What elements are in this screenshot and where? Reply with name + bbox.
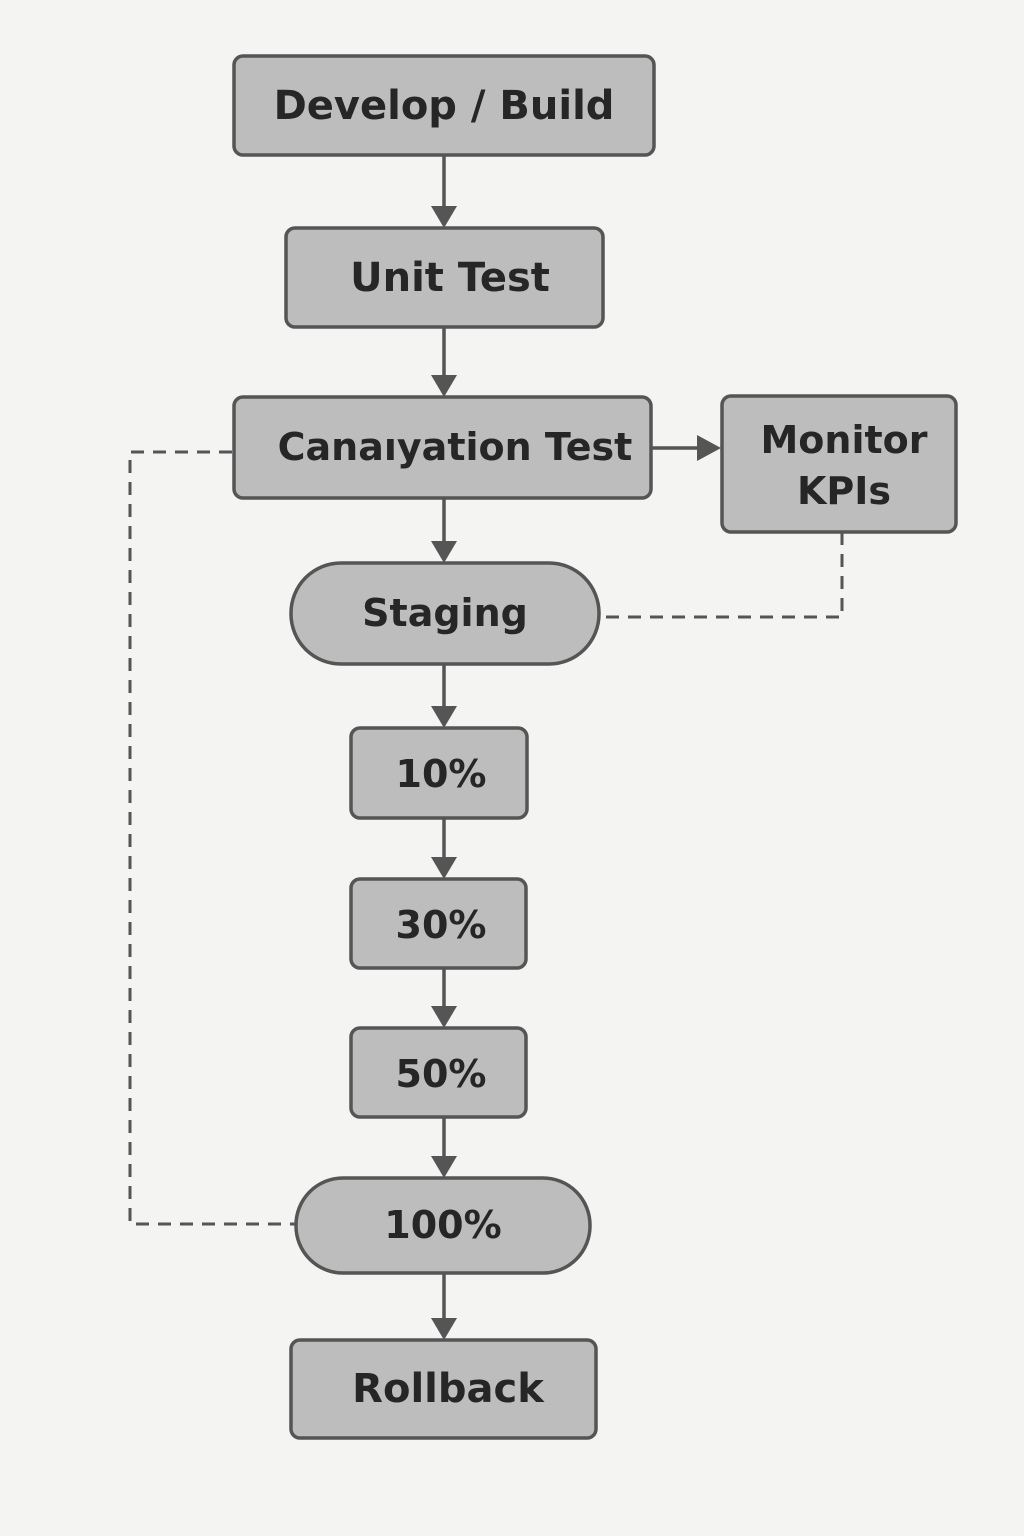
node-100-percent: 100% xyxy=(294,1176,592,1275)
arrowhead-unit-test xyxy=(431,206,457,228)
node-10-percent: 10% xyxy=(349,726,529,820)
node-unit-test-label: Unit Test xyxy=(350,255,550,301)
dashed-monitor-to-staging xyxy=(600,532,844,619)
node-rollback: Rollback xyxy=(289,1338,598,1440)
node-develop-build-label: Develop / Build xyxy=(274,83,615,129)
node-staging-label: Staging xyxy=(362,591,528,635)
node-30-percent: 30% xyxy=(349,877,528,970)
arrowhead-canary xyxy=(431,375,457,397)
arrowhead-50 xyxy=(431,1006,457,1028)
node-canary-test: Canaıyation Test xyxy=(232,395,653,500)
node-10-percent-label: 10% xyxy=(396,752,487,796)
node-100-percent-label: 100% xyxy=(384,1203,501,1247)
arrowhead-rollback xyxy=(431,1318,457,1340)
node-canary-test-label: Canaıyation Test xyxy=(278,425,633,469)
arrowhead-10 xyxy=(431,706,457,728)
node-rollback-label: Rollback xyxy=(352,1366,545,1412)
connectors xyxy=(128,155,844,1340)
node-develop-build: Develop / Build xyxy=(232,54,656,157)
node-50-percent: 50% xyxy=(349,1026,528,1119)
node-staging: Staging xyxy=(289,561,601,666)
node-monitor-kpis-label-line2: KPIs xyxy=(797,469,891,513)
node-30-percent-label: 30% xyxy=(396,903,487,947)
node-50-percent-label: 50% xyxy=(396,1052,487,1096)
arrowhead-100 xyxy=(431,1156,457,1178)
arrowhead-30 xyxy=(431,857,457,879)
dashed-canary-to-100-loop xyxy=(128,450,296,1226)
arrowhead-monitor xyxy=(697,435,721,461)
arrowhead-staging xyxy=(431,541,457,563)
node-monitor-kpis-label-line1: Monitor xyxy=(760,418,927,462)
node-unit-test: Unit Test xyxy=(284,226,605,329)
node-monitor-kpis: Monitor KPIs xyxy=(720,394,958,534)
